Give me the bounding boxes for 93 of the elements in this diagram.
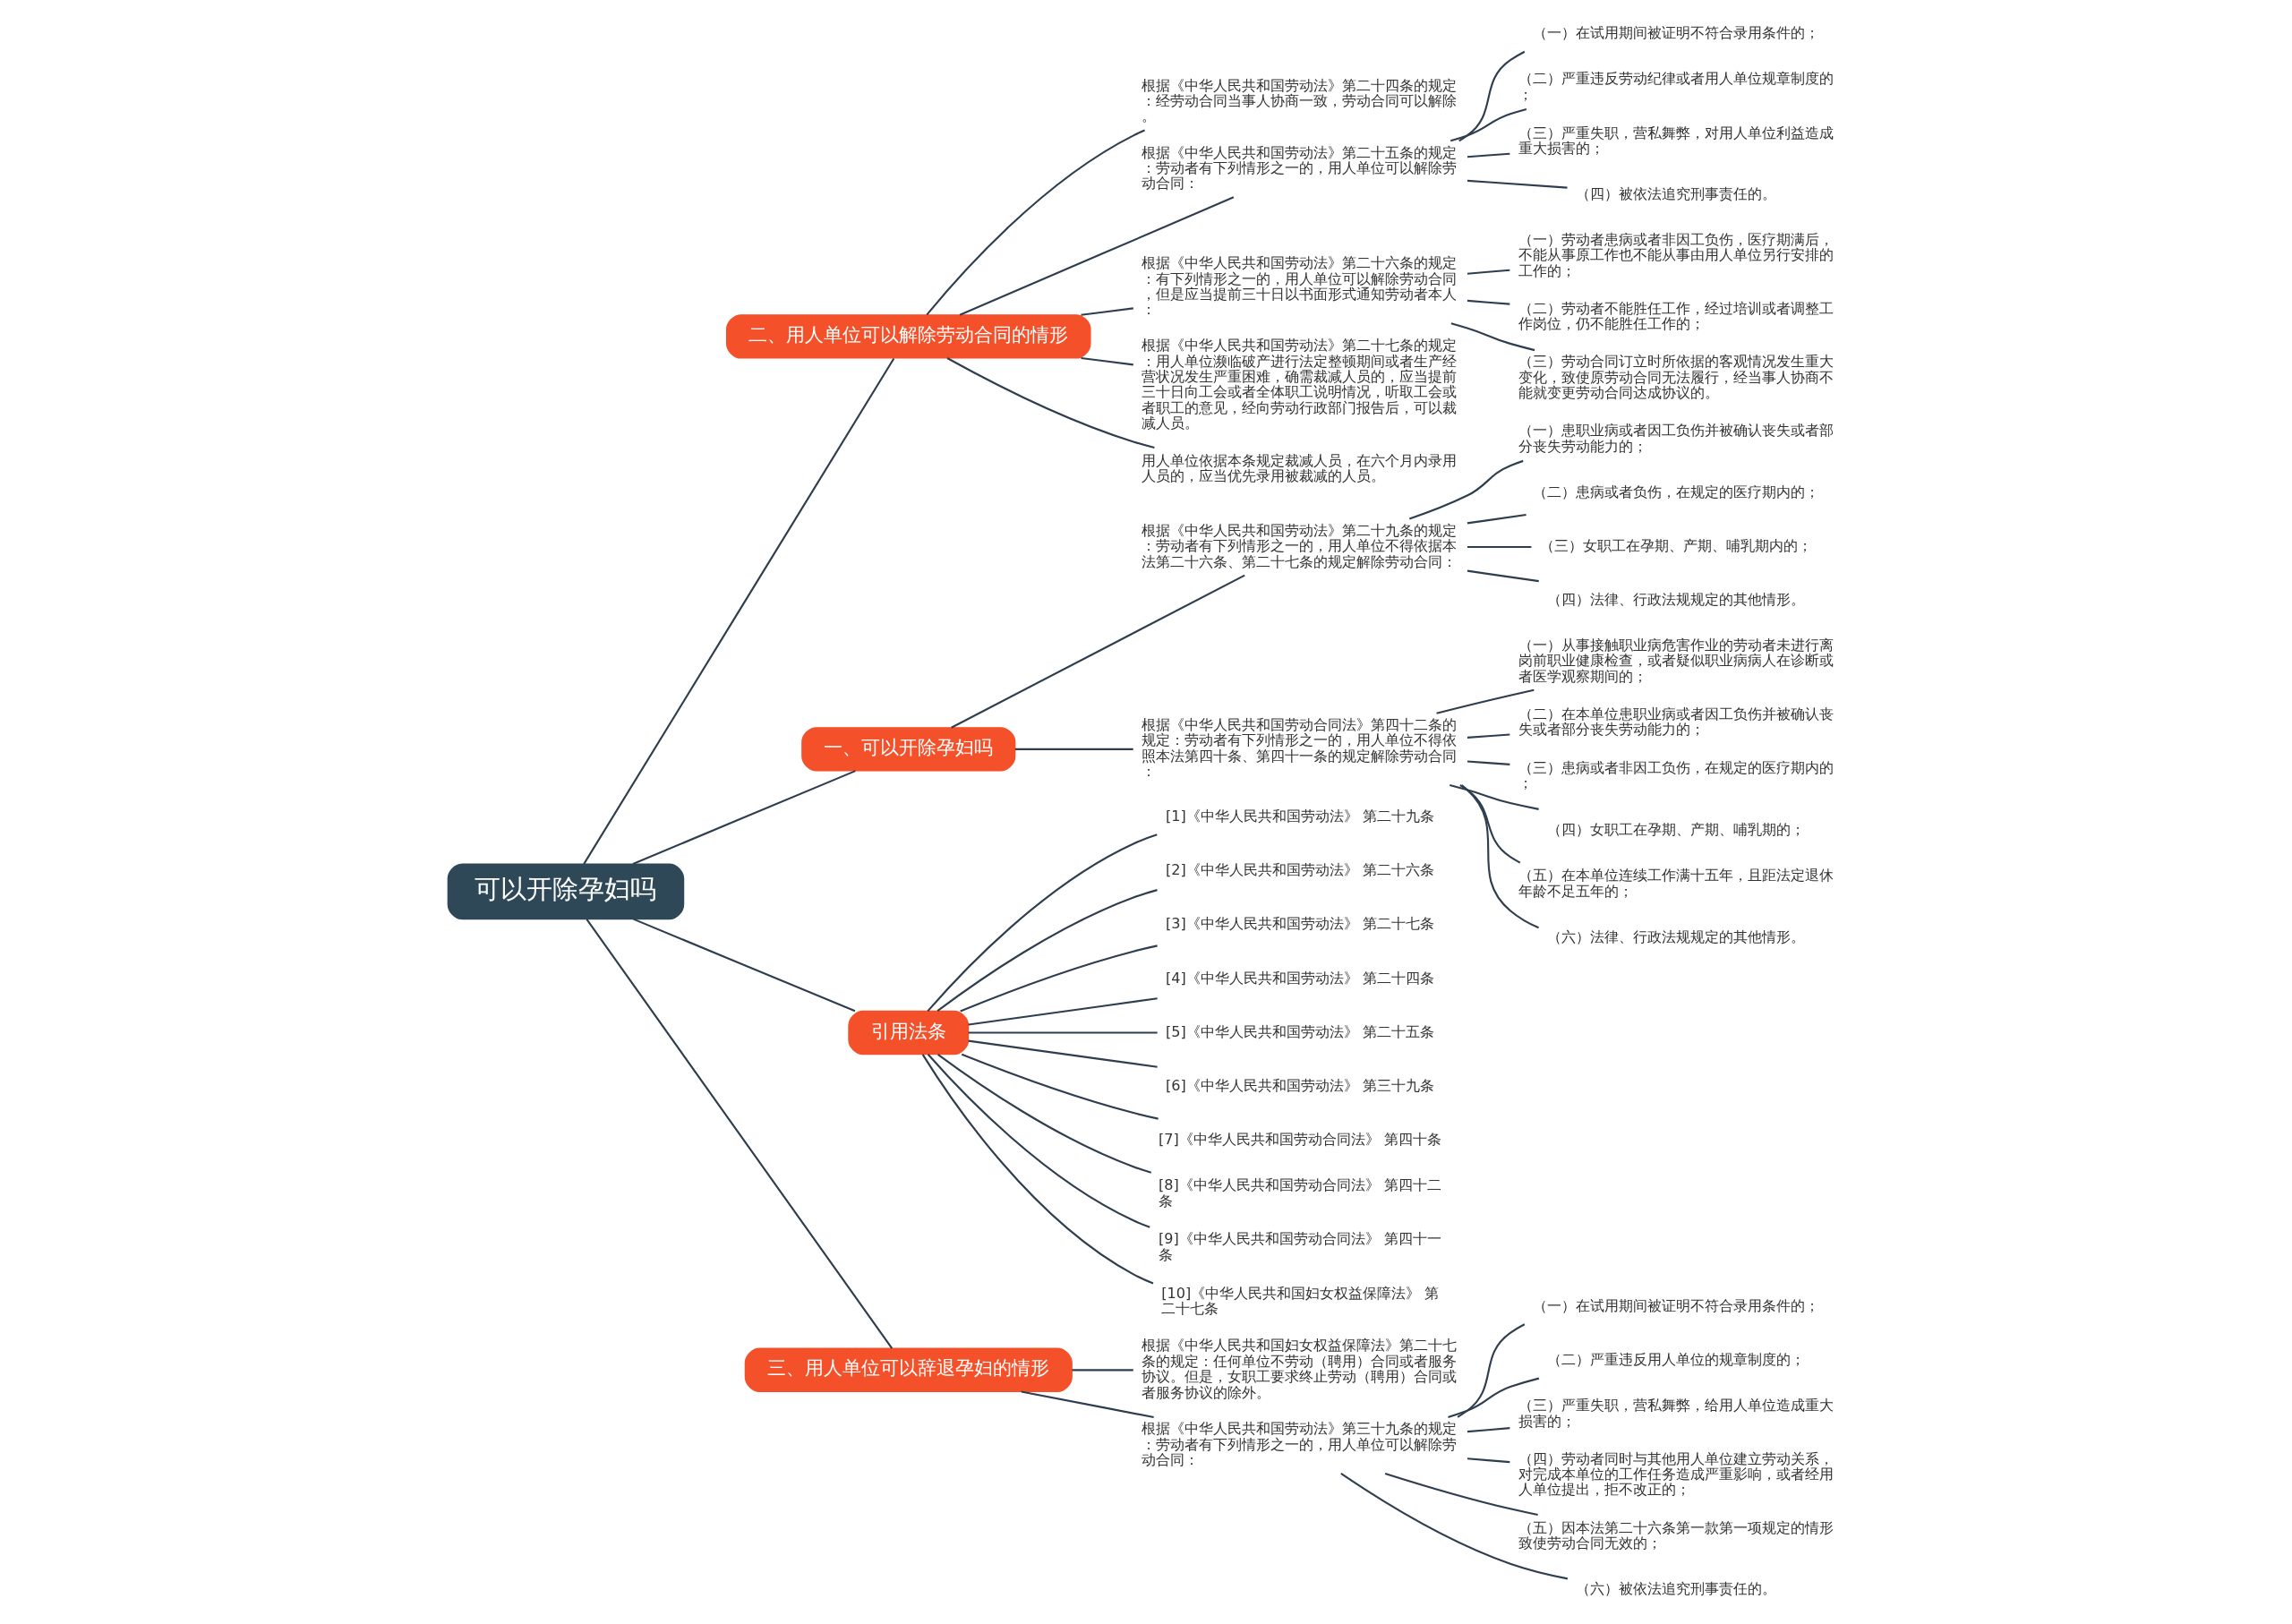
connector xyxy=(959,196,1235,316)
node-text: 根据《中华人民共和国劳动法》第二十九条的规定：劳动者有下列情形之一的，用人单位不得依据本法第二十六条、第二十七条的规定解除劳动合同： xyxy=(1142,521,1458,570)
node-text: （三）患病或者非因工负伤，在规定的医疗期内的； xyxy=(1518,759,1834,792)
node-text: （四）劳动者同时与其他用人单位建立劳动关系，对完成本单位的工作任务造成严重影响，或者经用人单位提出，拒不改正的； xyxy=(1518,1449,1834,1499)
connector xyxy=(968,1031,1158,1034)
node-box: 一、可以开除孕妇吗 xyxy=(801,727,1016,772)
node-text: （一）劳动者患病或者非因工负伤，医疗期满后，不能从事原工作也不能从事由用人单位另行安排的工作的； xyxy=(1518,231,1834,279)
connector xyxy=(1014,748,1133,750)
node-text: （六）法律、行政法规规定的其他情形。 xyxy=(1547,928,1806,946)
node-text: （一）从事接触职业病危害作业的劳动者未进行离岗前职业健康检查，或者疑似职业病病人在诊断或者医学观察期间的； xyxy=(1518,637,1834,685)
connector xyxy=(1450,322,1535,352)
connector xyxy=(1021,1390,1154,1419)
node-text: （一）患职业病或者因工负伤并被确认丧失或者部分丧失劳动能力的； xyxy=(1518,422,1834,455)
node-text: [2]《中华人民共和国劳动法》 第二十六条 xyxy=(1166,861,1434,879)
connector xyxy=(633,918,856,1013)
node-text: 根据《中华人民共和国妇女权益保障法》第二十七条的规定：任何单位不劳动（聘用）合同或者服务协议。但是，女职工要求终止劳动（聘用）合同或者服务协议的除外。 xyxy=(1142,1337,1458,1401)
connector xyxy=(968,1039,1158,1068)
connector xyxy=(1467,569,1539,583)
node-box: 二、用人单位可以解除劳动合同的情形 xyxy=(726,314,1091,359)
node-box: 可以开除孕妇吗 xyxy=(447,863,685,920)
node-text: 根据《中华人民共和国劳动法》第三十九条的规定：劳动者有下列情形之一的，用人单位可以解除劳动合同： xyxy=(1142,1420,1458,1469)
connector xyxy=(960,944,1158,1013)
node-text: [4]《中华人民共和国劳动法》 第二十四条 xyxy=(1166,969,1434,987)
connector xyxy=(1467,1427,1510,1433)
connector xyxy=(961,1053,1159,1120)
node-text: [7]《中华人民共和国劳动合同法》 第四十条 xyxy=(1159,1130,1441,1148)
connector xyxy=(1461,784,1539,929)
connector xyxy=(1467,513,1527,525)
node-text: 根据《中华人民共和国劳动法》第二十七条的规定：用人单位濒临破产进行法定整顿期间或者生产经营状况发生严重困难，确需裁减人员的，应当提前三十日向工会或者全体职工说明情况，听取工会或者职工的意见，经向劳动行政部门报告后，可以裁减人员。 xyxy=(1142,337,1458,432)
connector xyxy=(921,1054,1154,1285)
connector xyxy=(1467,299,1510,305)
node-text: [6]《中华人民共和国劳动法》 第三十九条 xyxy=(1166,1076,1434,1094)
node-text: （二）严重违反用人单位的规章制度的； xyxy=(1547,1350,1806,1368)
node-text: 根据《中华人民共和国劳动合同法》第四十二条的规定：劳动者有下列情形之一的，用人单位不得依照本法第四十条、第四十一条的规定解除劳动合同： xyxy=(1142,715,1458,781)
connector xyxy=(1467,760,1510,765)
connector xyxy=(936,889,1158,1013)
connector xyxy=(1081,307,1133,316)
connector xyxy=(583,357,895,865)
node-text: （二）严重违反劳动纪律或者用人单位规章制度的； xyxy=(1518,70,1834,103)
node-text: （五）在本单位连续工作满十五年，且距法定退休年龄不足五年的； xyxy=(1518,867,1834,900)
connector xyxy=(1467,179,1568,189)
node-text: [9]《中华人民共和国劳动合同法》 第四十一条 xyxy=(1159,1230,1441,1263)
node-text: 根据《中华人民共和国劳动法》第二十六条的规定：有下列情形之一的，用人单位可以解除劳动合同，但是应当提前三十日以书面形式通知劳动者本人： xyxy=(1142,254,1458,319)
connector xyxy=(1467,152,1510,158)
node-text: （四）被依法追究刑事责任的。 xyxy=(1576,185,1777,203)
node-text: [5]《中华人民共和国劳动法》 第二十五条 xyxy=(1166,1022,1434,1040)
connector xyxy=(1450,784,1539,810)
connector xyxy=(1072,1369,1133,1372)
connector xyxy=(1457,1323,1526,1418)
node-text: 用人单位依据本条规定裁减人员，在六个月内录用人员的，应当优先录用被裁减的人员。 xyxy=(1142,451,1458,485)
connector xyxy=(946,357,1155,449)
connector xyxy=(1467,269,1510,275)
connector xyxy=(1458,50,1526,142)
node-text: [3]《中华人民共和国劳动法》 第二十七条 xyxy=(1166,915,1434,933)
connector xyxy=(1467,733,1510,739)
node-text: （六）被依法追究刑事责任的。 xyxy=(1576,1580,1777,1598)
node-text: （四）法律、行政法规规定的其他情形。 xyxy=(1547,591,1806,609)
connector xyxy=(632,770,856,865)
connector xyxy=(927,1054,1150,1228)
node-box: 引用法条 xyxy=(848,1010,970,1056)
node-text: （三）女职工在孕期、产期、哺乳期内的； xyxy=(1540,537,1813,555)
connector xyxy=(1459,784,1521,864)
node-text: （一）在试用期间被证明不符合录用条件的； xyxy=(1533,1296,1820,1314)
connector xyxy=(951,574,1245,729)
connector xyxy=(968,997,1158,1026)
node-text: 根据《中华人民共和国劳动法》第二十五条的规定：劳动者有下列情形之一的，用人单位可以解除劳动合同： xyxy=(1142,143,1458,192)
node-text: （二）患病或者负伤，在规定的医疗期内的； xyxy=(1533,483,1820,501)
connector xyxy=(927,833,1158,1013)
connector xyxy=(1448,1377,1540,1419)
connector xyxy=(1408,459,1524,520)
connector xyxy=(937,1053,1152,1174)
connector xyxy=(1450,108,1527,142)
node-box: 三、用人单位可以辞退孕妇的情形 xyxy=(744,1347,1073,1393)
node-text: （二）劳动者不能胜任工作，经过培训或者调整工作岗位，仍不能胜任工作的； xyxy=(1518,299,1834,333)
node-text: [10]《中华人民共和国妇女权益保障法》 第二十七条 xyxy=(1161,1284,1440,1317)
connector xyxy=(1436,688,1535,714)
node-text: [8]《中华人民共和国劳动合同法》 第四十二条 xyxy=(1159,1176,1441,1209)
node-text: （三）严重失职，营私舞弊，给用人单位造成重大损害的； xyxy=(1518,1397,1834,1430)
node-text: 根据《中华人民共和国劳动法》第二十四条的规定：经劳动合同当事人协商一致，劳动合同可以解除。 xyxy=(1142,76,1458,125)
connector xyxy=(586,919,894,1349)
connector xyxy=(1467,1457,1510,1464)
connector xyxy=(926,129,1145,316)
connector xyxy=(1467,545,1532,549)
node-text: （三）严重失职，营私舞弊，对用人单位利益造成重大损害的； xyxy=(1518,124,1834,157)
node-text: （四）女职工在孕期、产期、哺乳期的； xyxy=(1547,820,1806,838)
node-text: （一）在试用期间被证明不符合录用条件的； xyxy=(1533,23,1820,41)
connector xyxy=(1081,356,1133,366)
connector xyxy=(1384,1472,1538,1517)
node-text: （三）劳动合同订立时所依据的客观情况发生重大变化，致使原劳动合同无法履行，经当事人协商不能就变更劳动合同达成协议的。 xyxy=(1518,353,1834,402)
node-text: （五）因本法第二十六条第一款第一项规定的情形致使劳动合同无效的； xyxy=(1518,1518,1834,1551)
node-text: （二）在本单位患职业病或者因工负伤并被确认丧失或者部分丧失劳动能力的； xyxy=(1518,705,1834,739)
node-text: [1]《中华人民共和国劳动法》 第二十九条 xyxy=(1166,808,1434,825)
connector xyxy=(1340,1473,1569,1580)
